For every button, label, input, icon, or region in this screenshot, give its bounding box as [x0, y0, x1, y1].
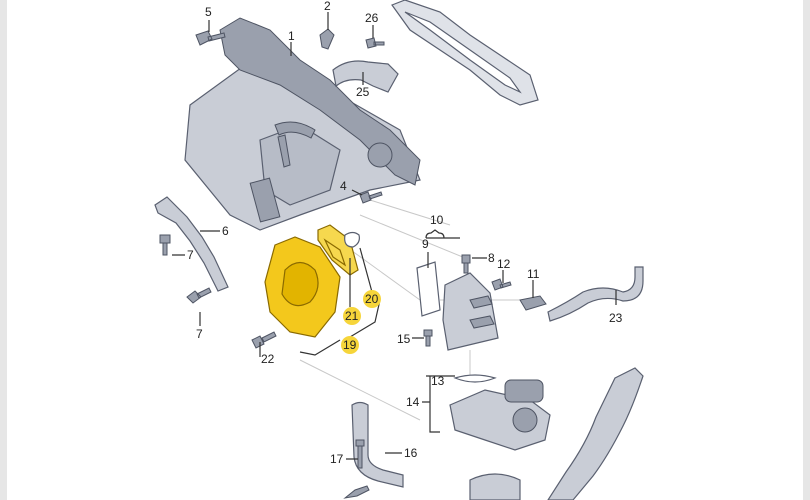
bolt-bottom[interactable] — [343, 485, 370, 499]
bolt-12[interactable] — [491, 278, 512, 291]
callout-12[interactable]: 12 — [497, 257, 511, 271]
callout-17[interactable]: 17 — [330, 452, 344, 466]
callout-23[interactable]: 23 — [609, 311, 623, 325]
callout-14[interactable]: 14 — [406, 395, 420, 409]
callout-22[interactable]: 22 — [261, 352, 275, 366]
coolant-hose-25[interactable] — [332, 60, 399, 93]
leader-lines — [172, 12, 617, 460]
bolt-15[interactable] — [423, 329, 433, 347]
intake-manifold[interactable] — [184, 17, 421, 231]
bolt-17[interactable] — [355, 439, 365, 469]
callout-26[interactable]: 26 — [365, 11, 379, 25]
bolt-22[interactable] — [251, 331, 277, 349]
callout-11[interactable]: 11 — [527, 267, 540, 281]
bolt-7-upper[interactable] — [159, 234, 171, 256]
egr-cooler-valve[interactable] — [416, 261, 499, 351]
hose-23[interactable] — [547, 266, 644, 322]
callout-19[interactable]: 19 — [343, 338, 357, 352]
gasket-20[interactable] — [344, 231, 360, 248]
callout-20[interactable]: 20 — [365, 292, 379, 306]
egr-valve-highlighted[interactable] — [264, 224, 359, 338]
callout-6[interactable]: 6 — [222, 224, 229, 238]
bolt-4[interactable] — [359, 191, 383, 204]
callout-7-lower[interactable]: 7 — [196, 327, 203, 341]
callout-2[interactable]: 2 — [324, 0, 331, 13]
manifold-gasket[interactable] — [391, 0, 539, 106]
bolt-7-lower[interactable] — [186, 287, 212, 304]
callout-9[interactable]: 9 — [422, 237, 429, 251]
callout-21-highlight — [343, 307, 361, 325]
bolt-8[interactable] — [461, 254, 471, 274]
callout-1[interactable]: 1 — [288, 29, 295, 43]
callout-20-highlight — [363, 290, 381, 308]
sensor-11[interactable] — [519, 295, 547, 311]
bolt-5[interactable] — [195, 30, 226, 46]
sensor-2[interactable] — [319, 28, 335, 50]
callout-4[interactable]: 4 — [340, 179, 347, 193]
egr-pipe[interactable] — [547, 367, 644, 500]
callout-13[interactable]: 13 — [431, 374, 445, 388]
bracket-6[interactable] — [154, 196, 229, 292]
callout-7-upper[interactable]: 7 — [187, 248, 194, 262]
callout-25[interactable]: 25 — [356, 85, 370, 99]
callout-21[interactable]: 21 — [345, 309, 359, 323]
callout-10[interactable]: 10 — [430, 213, 444, 227]
pipe-16[interactable] — [351, 401, 404, 488]
egr-valve-14[interactable] — [449, 374, 551, 451]
bolt-26[interactable] — [365, 37, 385, 49]
pipe-flange[interactable] — [469, 473, 521, 500]
callout-19-highlight — [341, 336, 359, 354]
callout-15[interactable]: 15 — [397, 332, 411, 346]
right-border — [803, 0, 810, 500]
callouts: 5 2 26 1 25 4 6 7 7 10 9 8 12 11 23 21 2… — [187, 0, 623, 466]
callout-5[interactable]: 5 — [205, 5, 212, 19]
callout-16[interactable]: 16 — [404, 446, 418, 460]
left-border — [0, 0, 7, 500]
callout-8[interactable]: 8 — [488, 251, 495, 265]
